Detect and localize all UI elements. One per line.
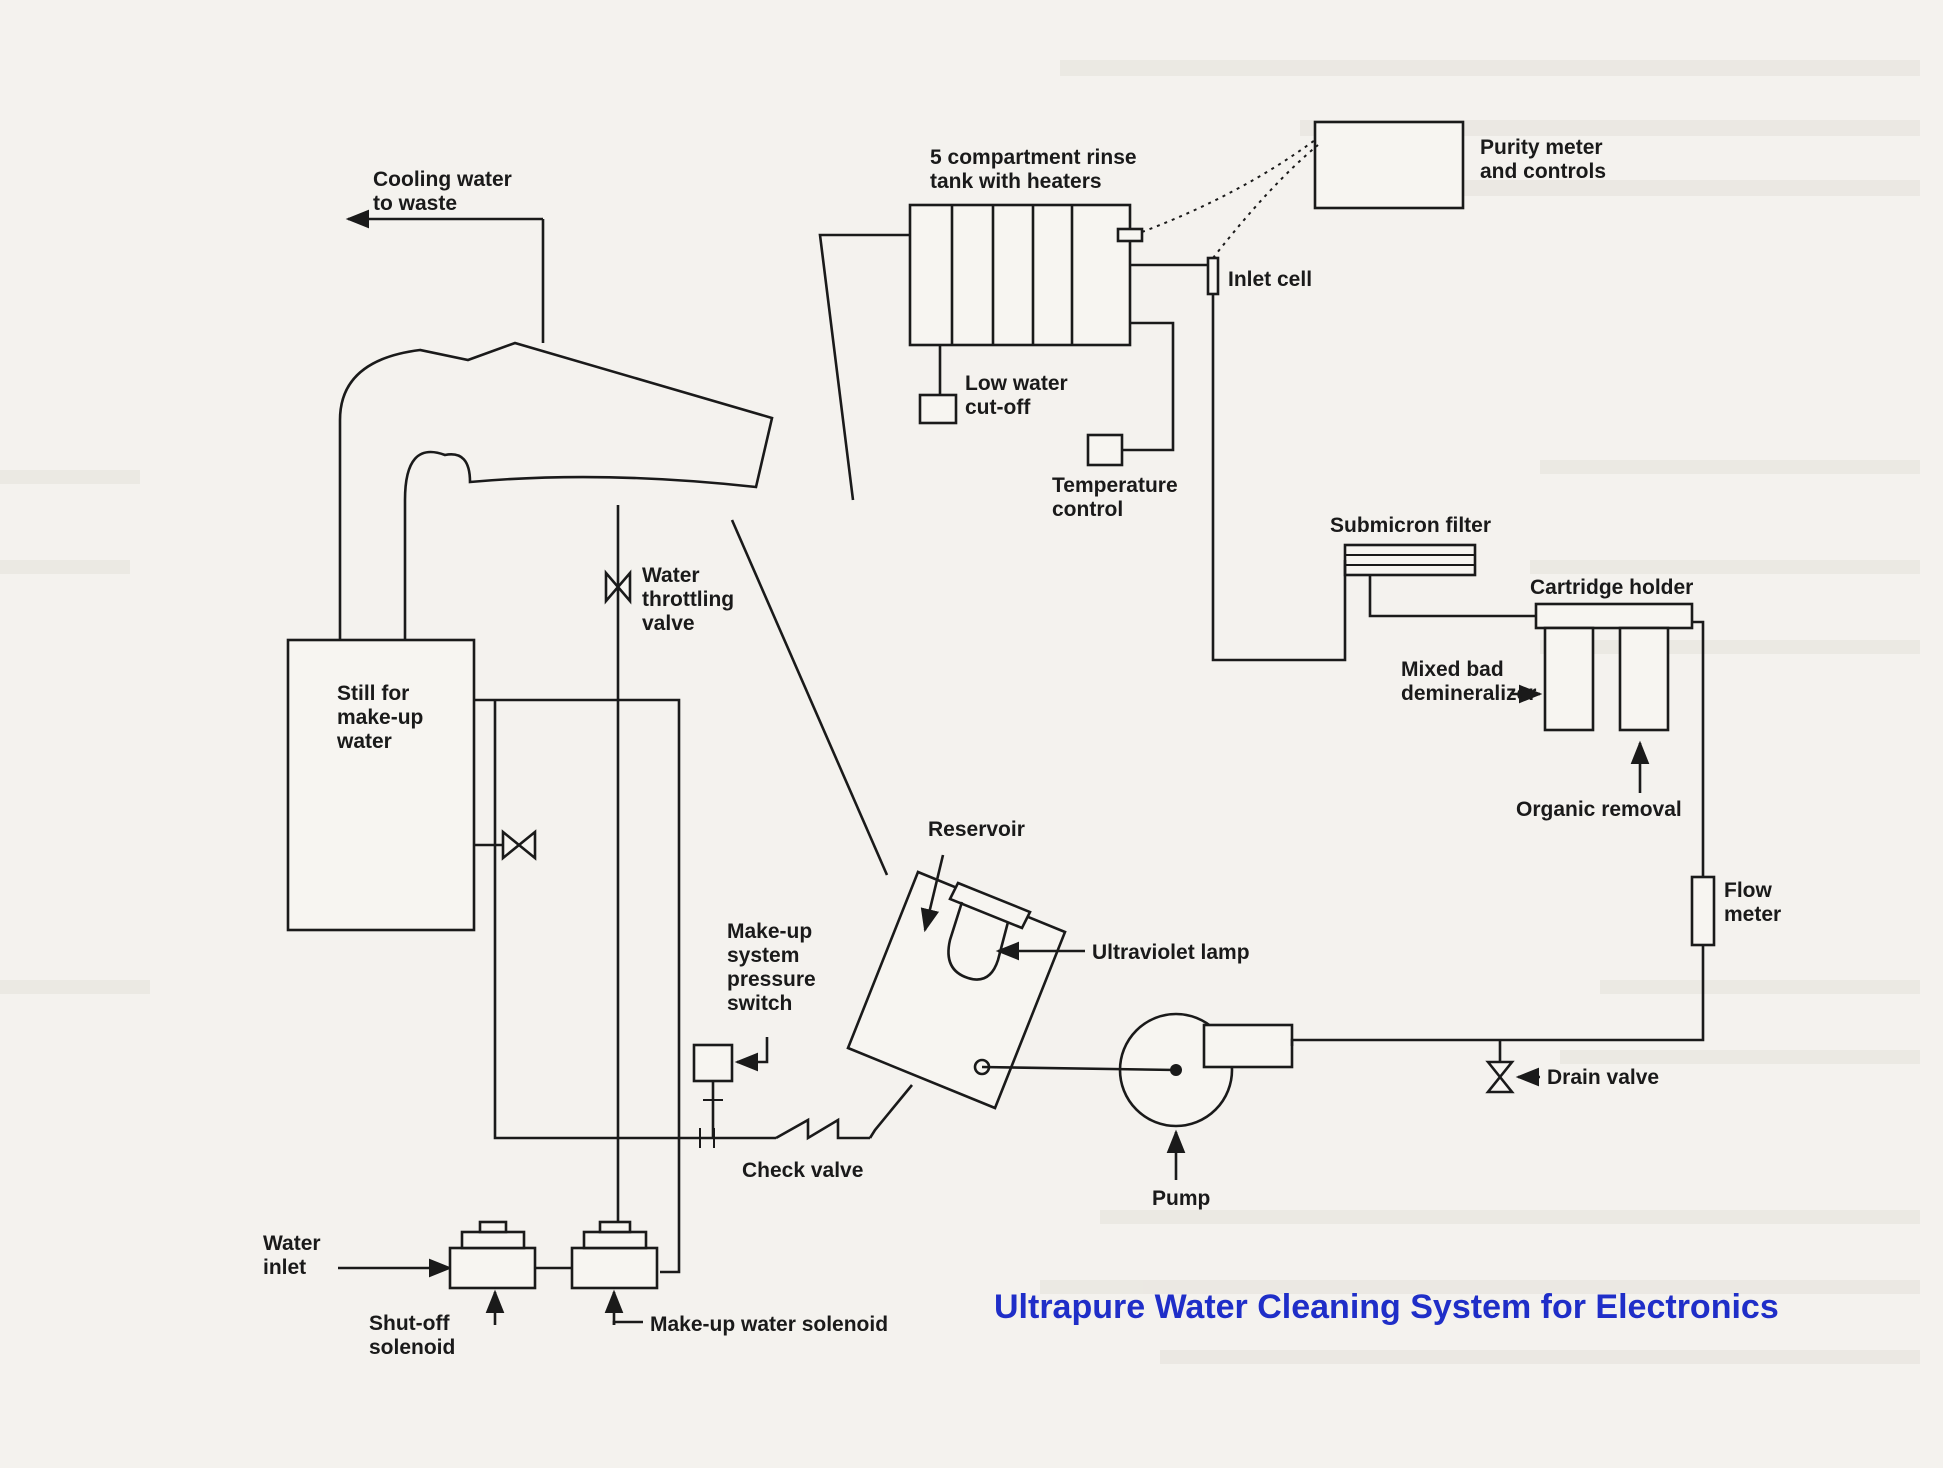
reservoir-arrow xyxy=(920,854,945,933)
check-valve-label: Check valve xyxy=(742,1159,863,1182)
rinse-tank xyxy=(908,203,1144,347)
svg-text:Cooling water: Cooling water xyxy=(373,168,512,191)
svg-text:Make-up: Make-up xyxy=(727,920,812,943)
flow-meter-label: Flow meter xyxy=(1724,879,1781,926)
still-box xyxy=(286,638,476,932)
svg-text:inlet: inlet xyxy=(263,1256,306,1279)
svg-text:switch: switch xyxy=(727,992,792,1015)
water-throttling-valve xyxy=(604,569,632,605)
throttling-line xyxy=(604,505,632,1240)
shutoff-solenoid-label: Shut-off solenoid xyxy=(369,1312,455,1359)
cooling-water-line xyxy=(345,209,545,343)
cartridge-holder xyxy=(1534,602,1694,732)
submicron-filter xyxy=(1343,543,1536,618)
svg-text:valve: valve xyxy=(642,612,695,635)
svg-text:demineralizer: demineralizer xyxy=(1401,682,1536,705)
still-condenser xyxy=(338,341,774,640)
water-throttling-label: Water throttling valve xyxy=(642,564,734,635)
temperature-control xyxy=(1086,321,1175,467)
submicron-filter-label: Submicron filter xyxy=(1330,514,1491,537)
low-water-label: Low water cut-off xyxy=(965,372,1068,419)
still-drain-valve xyxy=(474,829,537,861)
pressure-switch xyxy=(692,1037,769,1138)
pressure-switch-label: Make-up system pressure switch xyxy=(727,920,816,1015)
condenser-to-reservoir-line xyxy=(730,519,889,876)
flow-meter xyxy=(1690,875,1716,947)
makeup-water-loop xyxy=(474,698,700,1274)
svg-text:Mixed bad: Mixed bad xyxy=(1401,658,1504,681)
svg-text:Water: Water xyxy=(263,1232,321,1255)
pump-label: Pump xyxy=(1152,1187,1210,1210)
svg-text:Water: Water xyxy=(642,564,700,587)
svg-text:solenoid: solenoid xyxy=(369,1336,455,1359)
svg-text:make-up: make-up xyxy=(337,706,423,729)
flowmeter-to-cartridge-line xyxy=(1692,620,1705,877)
svg-text:system: system xyxy=(727,944,799,967)
mixed-bed-label: Mixed bad demineralizer xyxy=(1401,658,1536,705)
low-water-cutoff xyxy=(918,345,958,425)
svg-text:Shut-off: Shut-off xyxy=(369,1312,450,1335)
inlet-cell xyxy=(1130,256,1220,296)
pump xyxy=(981,1012,1294,1128)
organic-removal-label: Organic removal xyxy=(1516,798,1682,821)
shutoff-solenoid xyxy=(448,1220,537,1290)
still-label: Still for make-up water xyxy=(336,682,423,753)
temperature-control-label: Temperature control xyxy=(1052,474,1178,521)
purity-meter-box xyxy=(1313,120,1465,210)
svg-text:Purity meter: Purity meter xyxy=(1480,136,1603,159)
svg-text:pressure: pressure xyxy=(727,968,816,991)
svg-text:water: water xyxy=(336,730,392,753)
inlet-cell-label: Inlet cell xyxy=(1228,268,1312,291)
svg-text:meter: meter xyxy=(1724,903,1781,926)
svg-text:Temperature: Temperature xyxy=(1052,474,1178,497)
makeup-solenoid-label: Make-up water solenoid xyxy=(650,1313,888,1336)
svg-text:5 compartment rinse: 5 compartment rinse xyxy=(930,146,1137,169)
cartridge-holder-label: Cartridge holder xyxy=(1530,576,1693,599)
svg-text:Still for: Still for xyxy=(337,682,409,705)
svg-text:throttling: throttling xyxy=(642,588,734,611)
drain-valve-label: Drain valve xyxy=(1547,1066,1659,1089)
cooling-water-label: Cooling water to waste xyxy=(373,168,512,215)
check-valve-line xyxy=(699,1084,914,1148)
discharge-line xyxy=(1290,945,1705,1094)
figure-title: Ultrapure Water Cleaning System for Elec… xyxy=(994,1288,1779,1326)
reservoir-to-tank-line xyxy=(818,233,910,501)
rinse-tank-label: 5 compartment rinse tank with heaters xyxy=(930,146,1137,193)
purity-signal-lines xyxy=(1141,139,1319,259)
water-inlet-label: Water inlet xyxy=(263,1232,321,1279)
ultraviolet-lamp-label: Ultraviolet lamp xyxy=(1092,941,1250,964)
drain-valve xyxy=(1485,1060,1515,1094)
svg-text:Low water: Low water xyxy=(965,372,1068,395)
svg-text:Flow: Flow xyxy=(1724,879,1772,902)
svg-text:control: control xyxy=(1052,498,1123,521)
makeup-water-solenoid xyxy=(570,1220,659,1290)
svg-text:and controls: and controls xyxy=(1480,160,1606,183)
makeup-solenoid-leader xyxy=(612,1320,643,1325)
reservoir-label: Reservoir xyxy=(928,818,1025,841)
svg-text:tank with heaters: tank with heaters xyxy=(930,170,1102,193)
purity-meter-label: Purity meter and controls xyxy=(1480,136,1606,183)
svg-text:to waste: to waste xyxy=(373,192,457,215)
bleed-through-background xyxy=(0,60,1920,1364)
svg-text:cut-off: cut-off xyxy=(965,396,1031,419)
filter-to-inlet-line xyxy=(1211,265,1347,662)
reservoir xyxy=(846,870,1067,1110)
